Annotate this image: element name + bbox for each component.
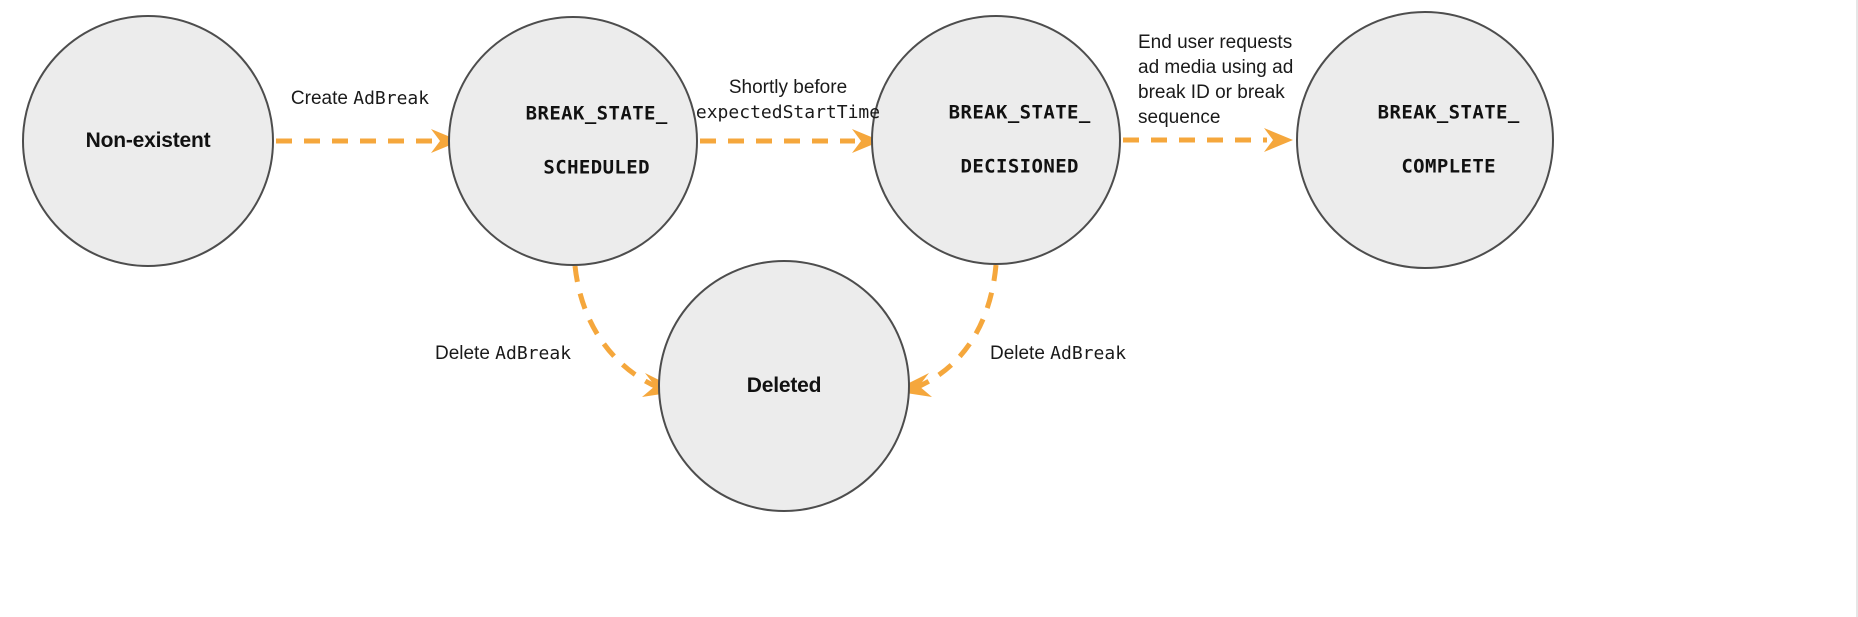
node-break-state-scheduled[interactable] [448,16,698,266]
edge-create-adbreak [276,129,460,153]
node-non-existent[interactable] [22,15,274,267]
node-break-state-decisioned[interactable] [871,15,1121,265]
edge-shortly-before-expected-start-time [700,129,881,153]
edge-end-user-requests-ad-media [1123,128,1293,152]
node-deleted[interactable] [658,260,910,512]
node-break-state-complete[interactable] [1296,11,1554,269]
